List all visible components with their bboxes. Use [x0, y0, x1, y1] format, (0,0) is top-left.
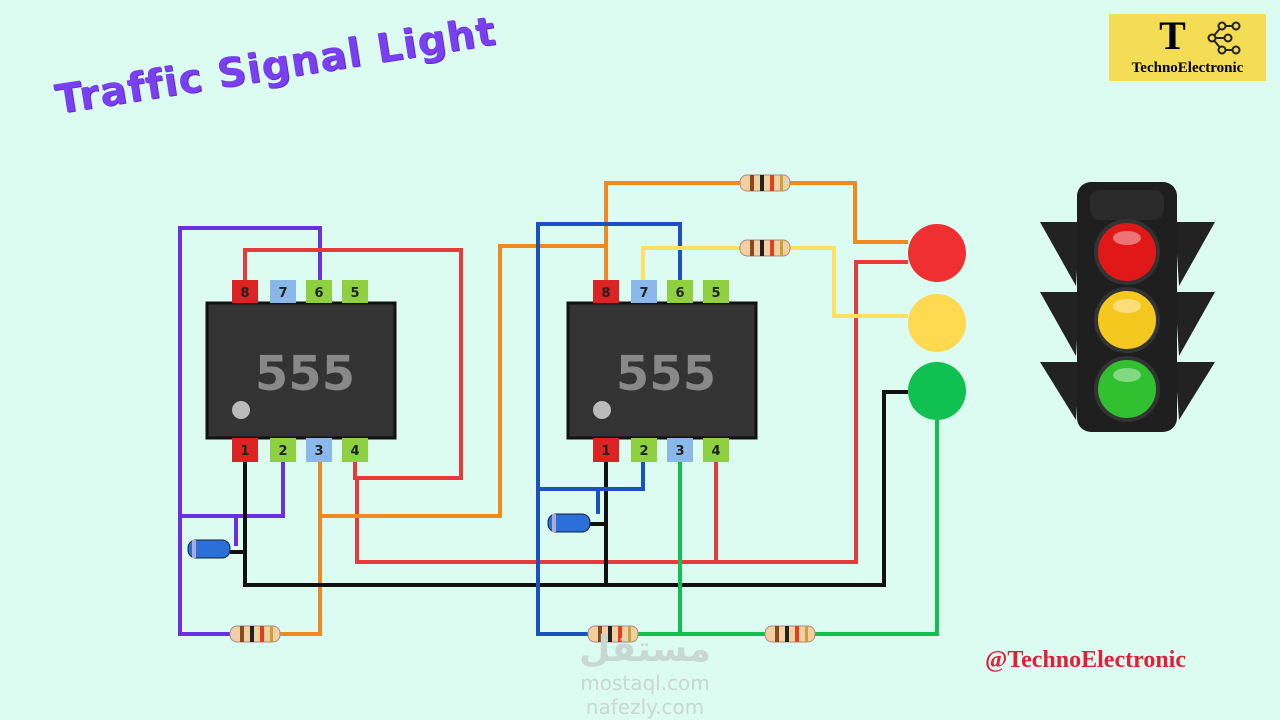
resistors — [229, 174, 816, 643]
logo: T TechnoElectronic — [1109, 14, 1266, 81]
pin-label: 4 — [350, 444, 359, 459]
pin-label: 5 — [350, 286, 359, 301]
wire-yellow — [641, 246, 908, 318]
pin-label: 7 — [639, 286, 648, 301]
pin-label: 2 — [639, 444, 648, 459]
watermark-line2: nafezly.com — [585, 695, 705, 719]
wire-orange — [280, 462, 322, 636]
wire-green — [636, 420, 939, 636]
pin-label: 2 — [278, 444, 287, 459]
resistor — [739, 239, 791, 257]
pin-label: 3 — [314, 444, 323, 459]
capacitor — [547, 513, 591, 533]
watermark-arabic: مستقل — [579, 629, 711, 670]
pin-label: 1 — [601, 444, 610, 459]
chip-label: 555 — [616, 346, 716, 402]
led-red — [908, 224, 966, 282]
pin-label: 3 — [675, 444, 684, 459]
pin-label: 4 — [711, 444, 720, 459]
pin-label: 7 — [278, 286, 287, 301]
watermark-line1: mostaql.com — [580, 671, 710, 695]
pin-label: 1 — [240, 444, 249, 459]
pin-label: 6 — [314, 286, 323, 301]
resistor — [229, 625, 281, 643]
wire-red — [243, 248, 463, 480]
resistor — [587, 625, 639, 643]
pin-label: 6 — [675, 286, 684, 301]
logo-letter: T — [1159, 13, 1186, 58]
resistor — [764, 625, 816, 643]
led-yellow — [908, 294, 966, 352]
resistor — [739, 174, 791, 192]
wire-blue — [536, 222, 682, 636]
channel-handle: @TechnoElectronic — [985, 647, 1186, 673]
logo-name: TechnoElectronic — [1131, 60, 1244, 76]
traffic-light-icon — [1040, 182, 1215, 432]
wire-black — [243, 390, 908, 587]
pin-label: 8 — [240, 286, 249, 301]
led-green — [908, 362, 966, 420]
wire-purple — [178, 226, 322, 636]
capacitor — [187, 539, 231, 559]
pin-label: 8 — [601, 286, 610, 301]
circuit-icon — [1207, 21, 1241, 55]
chip-label: 555 — [255, 346, 355, 402]
ic-555-2: 555 8 7 6 5 1 2 3 4 — [566, 280, 758, 462]
pin-label: 5 — [711, 286, 720, 301]
ic-555-1: 555 8 7 6 5 1 2 3 4 — [205, 280, 397, 462]
